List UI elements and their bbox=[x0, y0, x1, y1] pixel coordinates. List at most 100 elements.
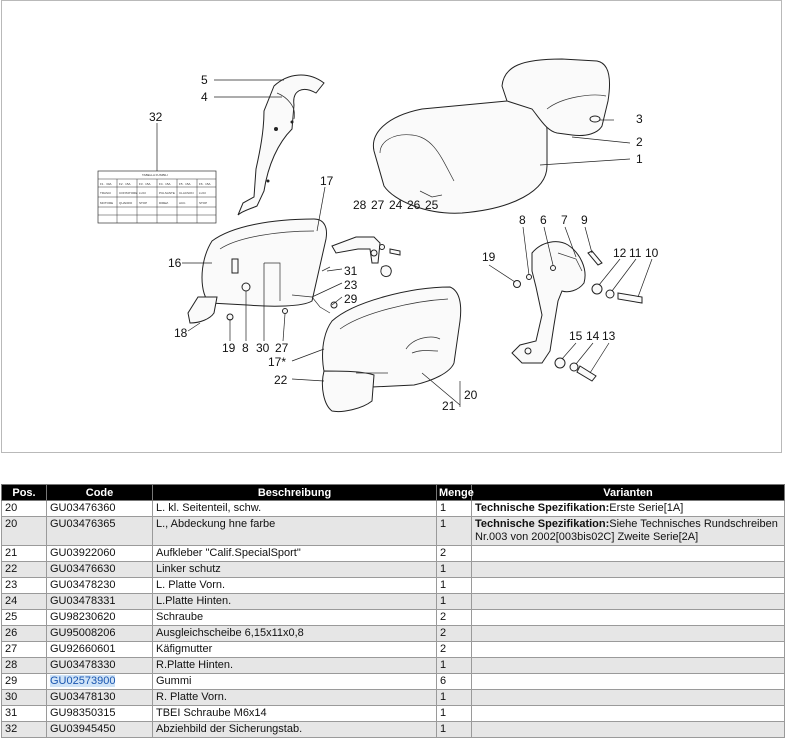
cell-code-text: GU95008206 bbox=[50, 627, 116, 639]
cell-description: L. kl. Seitenteil, schw. bbox=[152, 500, 437, 517]
cell-quantity-text: 1 bbox=[440, 595, 447, 607]
cell-pos: 22 bbox=[1, 561, 47, 578]
cell-code: GU03478130 bbox=[46, 689, 153, 706]
fuse-cell: F6 · 15A bbox=[199, 182, 211, 186]
cell-variants bbox=[471, 545, 785, 562]
fuse-cell: LUCI bbox=[199, 191, 206, 195]
cell-description: Schraube bbox=[152, 609, 437, 626]
cell-description: R.Platte Hinten. bbox=[152, 657, 437, 674]
variant-text: Siehe Technisches Rundschreiben Nr.003 v… bbox=[475, 518, 778, 543]
cell-quantity: 1 bbox=[436, 705, 472, 722]
cell-code-text: GU98350315 bbox=[50, 707, 116, 719]
callout-4: 4 bbox=[201, 90, 208, 104]
callout-8: 8 bbox=[519, 213, 526, 227]
cell-quantity-text: 1 bbox=[440, 723, 447, 735]
cell-quantity-text: 2 bbox=[440, 643, 447, 655]
cell-quantity-text: 2 bbox=[440, 611, 447, 623]
callout-17-star: 17* bbox=[268, 355, 286, 369]
cell-pos: 20 bbox=[1, 500, 47, 517]
callout-13: 13 bbox=[602, 329, 616, 343]
cell-description-text: L. kl. Seitenteil, schw. bbox=[156, 502, 262, 514]
cell-description: L.Platte Hinten. bbox=[152, 593, 437, 610]
cell-pos-text: 26 bbox=[5, 627, 18, 639]
parts-table: Pos. Code Beschreibung Menge Varianten 2… bbox=[1, 484, 785, 738]
cell-code-text: GU03476360 bbox=[50, 502, 116, 514]
callout-2: 2 bbox=[636, 135, 643, 149]
callout-27: 27 bbox=[275, 341, 289, 355]
cell-pos-text: 20 bbox=[5, 502, 18, 514]
cell-pos: 30 bbox=[1, 689, 47, 706]
rear-bracket-illustration bbox=[237, 74, 325, 216]
cell-description-text: TBEI Schraube M6x14 bbox=[156, 707, 267, 719]
cell-description: Ausgleichscheibe 6,15x11x0,8 bbox=[152, 625, 437, 642]
cell-description-text: Gummi bbox=[156, 675, 192, 687]
fuse-cell: TRASCI bbox=[100, 191, 111, 195]
cell-description-text: Schraube bbox=[156, 611, 204, 623]
fuse-cell: F5 · 15A bbox=[179, 182, 191, 186]
callout-20: 20 bbox=[464, 388, 478, 402]
callout-19: 19 bbox=[222, 341, 236, 355]
fuse-cell: DIREZ. bbox=[159, 201, 169, 205]
cell-description-text: Ausgleichscheibe 6,15x11x0,8 bbox=[156, 627, 304, 639]
variant-label: Technische Spezifikation: bbox=[475, 518, 610, 530]
cell-description-text: R.Platte Hinten. bbox=[156, 659, 234, 671]
cell-pos-text: 31 bbox=[5, 707, 18, 719]
table-row[interactable]: 31 GU98350315 TBEI Schraube M6x14 1 bbox=[1, 705, 785, 722]
right-bracket-illustration bbox=[511, 241, 643, 382]
seat-illustration bbox=[372, 58, 611, 214]
callout-16: 16 bbox=[168, 256, 182, 270]
cell-pos: 28 bbox=[1, 657, 47, 674]
cell-description-text: Abziehbild der Sicherungstab. bbox=[156, 723, 303, 735]
callout-23: 23 bbox=[344, 278, 358, 292]
left-side-cover-illustration bbox=[187, 218, 338, 324]
cell-pos-text: 29 bbox=[5, 675, 18, 687]
column-header-code: Code bbox=[46, 484, 153, 501]
fuse-cell: LUCI bbox=[139, 191, 146, 195]
cell-code: GU03476630 bbox=[46, 561, 153, 578]
column-header-pos: Pos. bbox=[1, 484, 47, 501]
cell-code: GU03478331 bbox=[46, 593, 153, 610]
callout-10: 10 bbox=[645, 246, 659, 260]
fuse-cell: PULSANTE bbox=[159, 191, 175, 195]
cell-code-text: GU03945450 bbox=[50, 723, 116, 735]
variant-text: Erste Serie[1A] bbox=[609, 502, 684, 514]
cell-description-text: Linker schutz bbox=[156, 563, 221, 575]
cell-description-text: Aufkleber "Calif.SpecialSport" bbox=[156, 547, 301, 559]
cell-description-text: L.Platte Hinten. bbox=[156, 595, 232, 607]
variant-label: Technische Spezifikation: bbox=[475, 502, 610, 514]
callout-28: 28 bbox=[353, 198, 367, 212]
cell-description-text: L., Abdeckung hne farbe bbox=[156, 518, 276, 530]
cell-pos: 21 bbox=[1, 545, 47, 562]
cell-variants: Technische Spezifikation:Siehe Technisch… bbox=[471, 516, 785, 546]
right-side-cover-illustration bbox=[321, 286, 462, 412]
cell-code-text: GU03478230 bbox=[50, 579, 116, 591]
fuse-cell: MOTORE bbox=[100, 201, 113, 205]
cell-variants bbox=[471, 593, 785, 610]
cell-quantity: 1 bbox=[436, 516, 472, 546]
cell-variants: Technische Spezifikation:Erste Serie[1A] bbox=[471, 500, 785, 517]
cell-code-text: GU02573900 bbox=[50, 675, 116, 687]
callout-labels: 5 4 32 17 28 27 24 26 25 3 2 1 16 31 23 … bbox=[149, 73, 659, 413]
cell-pos-text: 28 bbox=[5, 659, 18, 671]
column-header-description: Beschreibung bbox=[152, 484, 437, 501]
table-row[interactable]: 26 GU95008206 Ausgleichscheibe 6,15x11x0,8… bbox=[1, 625, 785, 642]
leader-lines bbox=[156, 79, 653, 407]
fuse-cell: STOP bbox=[199, 201, 207, 205]
table-header-row: Pos. Code Beschreibung Menge Varianten bbox=[1, 484, 785, 501]
cell-code: GU03476365 bbox=[46, 516, 153, 546]
cell-pos: 29 bbox=[1, 673, 47, 690]
